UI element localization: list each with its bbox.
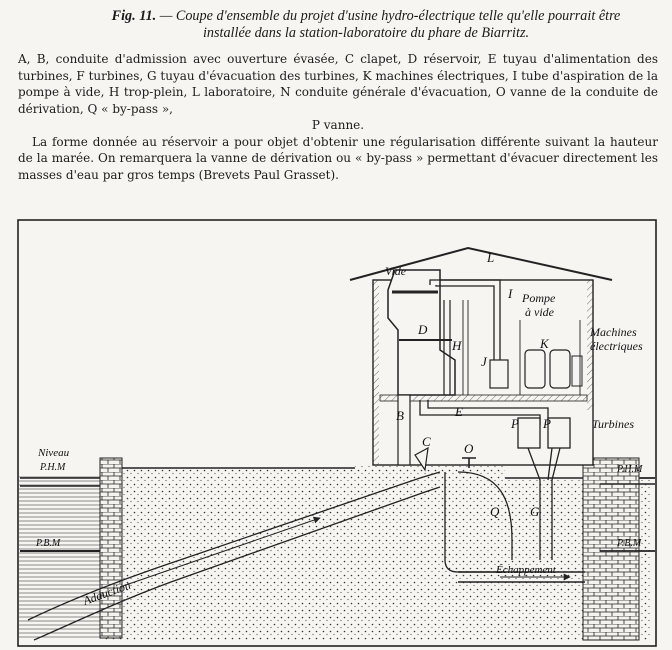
- reservoir-D: [387, 269, 456, 396]
- turbines-F: [517, 417, 571, 449]
- adduction-pipe-top: [27, 471, 441, 621]
- label-electriques: électriques: [590, 339, 643, 353]
- figure-caption: Fig. 11. — Coupe d'ensemble du projet d'…: [96, 8, 636, 42]
- figure-number: Fig. 11.: [111, 8, 157, 24]
- legend-note: La forme donnée au réservoir a pour obje…: [18, 134, 658, 182]
- admission-conduit-B: [397, 394, 411, 466]
- bypass-Q: [444, 472, 505, 573]
- label-phm-right: P.H.M: [616, 464, 643, 475]
- sea-left: [19, 474, 103, 638]
- legend-keys-end: P vanne.: [311, 118, 365, 132]
- label-turbines: Turbines: [592, 417, 634, 431]
- adduction-arrow: [119, 516, 321, 588]
- label-a-vide: à vide: [525, 305, 555, 319]
- phm-line-right: [600, 477, 655, 485]
- letter-P-1: P: [510, 416, 519, 431]
- label-machines: Machines: [589, 325, 637, 339]
- label-pbm-right: P.B.M: [616, 538, 642, 549]
- label-phm-left: P.H.M: [39, 462, 66, 473]
- bypass-valve-O: [462, 457, 476, 468]
- letter-H: H: [451, 338, 462, 353]
- letter-J: J: [481, 354, 488, 369]
- label-pbm-left: P.B.M: [35, 538, 61, 549]
- diagram-frame: [17, 219, 657, 647]
- letter-P-2: P: [542, 416, 551, 431]
- valve-C: [414, 446, 429, 472]
- masonry-wall-left: [99, 457, 123, 639]
- letter-O: O: [464, 441, 474, 456]
- letter-C: C: [422, 434, 431, 449]
- figure-caption-text: — Coupe d'ensemble du projet d'usine hyd…: [159, 8, 621, 41]
- letter-G: G: [530, 504, 540, 519]
- masonry-wall-right: [582, 457, 640, 641]
- vacuum-tube-I: [429, 279, 501, 360]
- adduction-pipe-bottom: [33, 486, 441, 641]
- letter-B: B: [396, 408, 404, 423]
- label-echappement: Échappement: [495, 564, 557, 576]
- letter-Q: Q: [490, 504, 500, 519]
- letter-I: I: [507, 286, 513, 301]
- evacuation-pipe-G: [527, 447, 561, 560]
- label-pompe: Pompe: [521, 291, 556, 305]
- roof: [349, 246, 613, 281]
- figure-legend: A, B, conduite d'admission avec ouvertur…: [18, 51, 658, 183]
- label-vide: Vide: [385, 264, 407, 278]
- letter-K: K: [539, 336, 550, 351]
- electric-machines-K: [524, 349, 583, 389]
- overflow-pipe-H: [443, 300, 451, 395]
- letter-E: E: [454, 404, 463, 419]
- vacuum-pump-J: [489, 359, 509, 389]
- ground-fill: [100, 465, 650, 640]
- label-niveau: Niveau: [37, 447, 70, 459]
- letter-L: L: [486, 250, 494, 265]
- phm-line-left: [20, 477, 100, 487]
- legend-keys: A, B, conduite d'admission avec ouvertur…: [18, 52, 658, 116]
- letter-D: D: [417, 322, 428, 337]
- floor-slab: [379, 394, 588, 402]
- general-outlet-N: [458, 571, 585, 583]
